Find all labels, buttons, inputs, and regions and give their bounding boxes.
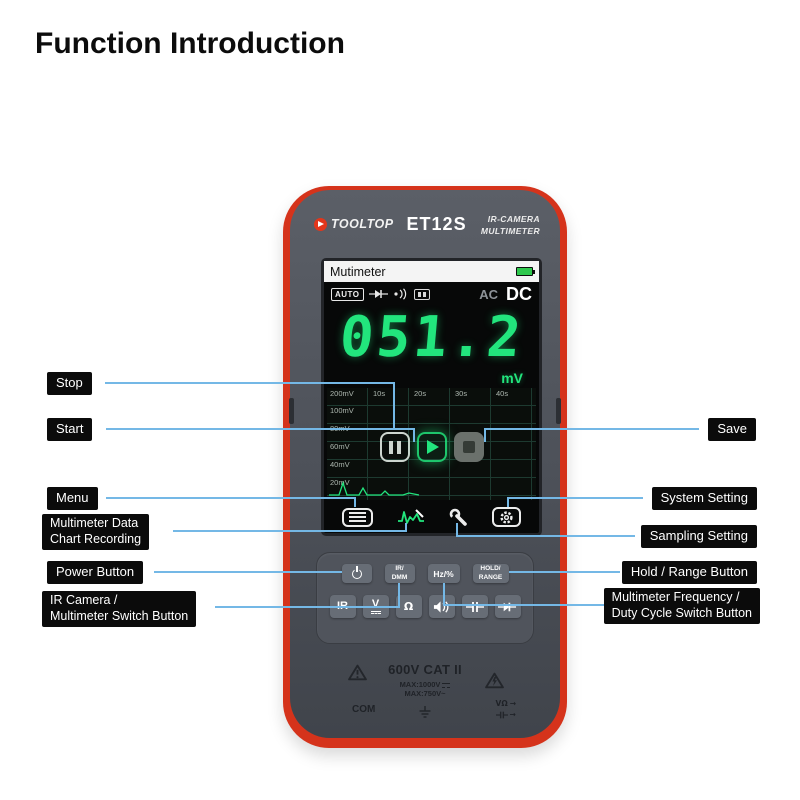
arrow-right-icon: → bbox=[509, 710, 516, 720]
button-panel: IR/ DMM Hz/% HOLD/ RANGE IR V Ω bbox=[316, 552, 534, 644]
y-axis-label: 20mV bbox=[330, 478, 350, 487]
capacitor-port-icon bbox=[495, 711, 508, 719]
page-title: Function Introduction bbox=[35, 27, 345, 60]
reading-digits: 051.2 bbox=[336, 305, 527, 370]
max-ac-rating: MAX:750V~ bbox=[404, 689, 446, 698]
y-axis-label: 60mV bbox=[330, 442, 350, 451]
brand-row: TOOLTOP ET12S IR-CAMERA MULTIMETER bbox=[314, 214, 540, 238]
device-type-label: IR-CAMERA MULTIMETER bbox=[480, 214, 540, 236]
cat-rating: 600V CAT II bbox=[388, 662, 462, 677]
right-side-slot bbox=[556, 398, 561, 424]
callout-hold-range: Hold / Range Button bbox=[621, 561, 757, 585]
sampling-setting-wrench-icon[interactable] bbox=[449, 508, 468, 527]
com-port-label: COM bbox=[352, 704, 376, 715]
start-button[interactable] bbox=[416, 432, 447, 462]
callout-save: Save bbox=[708, 418, 756, 442]
capacitance-mode-button[interactable] bbox=[461, 595, 488, 618]
callout-sampling-setting: Sampling Setting bbox=[640, 525, 757, 549]
left-side-slot bbox=[289, 398, 294, 424]
input-port-labels: VΩ→ → bbox=[495, 698, 516, 721]
hz-duty-button[interactable]: Hz/% bbox=[427, 564, 460, 583]
screen-mode-title: Mutimeter bbox=[330, 264, 386, 279]
x-axis-label: 30s bbox=[455, 389, 468, 398]
signal-trace bbox=[329, 480, 420, 496]
callout-menu: Menu bbox=[47, 487, 98, 511]
screen-title-bar: Mutimeter bbox=[324, 261, 539, 282]
dc-symbol-icon bbox=[442, 682, 451, 688]
measurement-reading: 051.2 bbox=[324, 305, 539, 370]
warning-triangle-icon bbox=[348, 664, 367, 681]
callout-chart-recording: Multimeter Data Chart Recording bbox=[42, 514, 150, 551]
callout-power-button: Power Button bbox=[47, 561, 144, 585]
brand-name: TOOLTOP bbox=[331, 217, 394, 231]
reading-unit: mV bbox=[501, 370, 523, 386]
button-row-top: IR/ DMM Hz/% HOLD/ RANGE bbox=[317, 564, 533, 583]
brand-logo-icon bbox=[314, 217, 327, 231]
callout-stop: Stop bbox=[47, 372, 92, 396]
y-axis-label: 40mV bbox=[330, 460, 350, 469]
button-row-bottom: IR V Ω bbox=[317, 595, 533, 618]
diode-icon bbox=[498, 602, 517, 611]
volt-ohm-port-label: VΩ bbox=[495, 699, 508, 708]
trend-chart: 200mV 100mV 80mV 60mV 40mV 20mV 10s 20s … bbox=[327, 388, 536, 500]
multimeter-device: TOOLTOP ET12S IR-CAMERA MULTIMETER Mutim… bbox=[283, 186, 567, 748]
y-axis-label: 80mV bbox=[330, 424, 350, 433]
ac-indicator: AC bbox=[479, 286, 498, 302]
resistance-mode-button[interactable]: Ω bbox=[395, 595, 422, 618]
ir-dmm-switch-button[interactable]: IR/ DMM bbox=[384, 564, 415, 583]
model-number: ET12S bbox=[406, 214, 467, 234]
device-faceplate: TOOLTOP ET12S IR-CAMERA MULTIMETER Mutim… bbox=[289, 190, 561, 738]
x-axis-label: 20s bbox=[414, 389, 427, 398]
callout-system-setting: System Setting bbox=[651, 487, 757, 511]
capacitor-icon bbox=[465, 601, 484, 612]
x-axis-label: 10s bbox=[373, 389, 386, 398]
high-voltage-triangle-icon bbox=[485, 672, 504, 689]
ground-icon bbox=[419, 706, 431, 718]
diode-indicator-icon bbox=[368, 290, 388, 298]
callout-start: Start bbox=[47, 418, 93, 442]
callout-frequency-switch: Multimeter Frequency / Duty Cycle Switch… bbox=[603, 588, 760, 625]
arrow-right-icon: → bbox=[509, 699, 516, 708]
x-axis-label: 40s bbox=[496, 389, 509, 398]
device-screen: Mutimeter AUTO AC DC bbox=[321, 258, 542, 536]
pause-stop-button[interactable] bbox=[379, 432, 410, 462]
auto-range-badge: AUTO bbox=[331, 287, 364, 301]
max-dc-rating: MAX:1000V bbox=[290, 680, 560, 689]
screen-status-row: AUTO AC DC bbox=[324, 282, 539, 306]
power-button[interactable] bbox=[341, 564, 372, 583]
menu-icon[interactable] bbox=[342, 507, 373, 527]
reading-unit-row: mV bbox=[324, 370, 539, 386]
voltage-mode-button[interactable]: V bbox=[362, 595, 389, 618]
diode-mode-button[interactable] bbox=[494, 595, 521, 618]
power-icon bbox=[351, 568, 362, 579]
record-mode-badge-icon bbox=[413, 288, 430, 300]
system-setting-gear-icon[interactable] bbox=[492, 507, 521, 527]
dc-ac-lines-icon bbox=[370, 610, 381, 615]
brand-logo: TOOLTOP bbox=[314, 217, 394, 231]
battery-icon bbox=[516, 267, 535, 276]
hold-range-button[interactable]: HOLD/ RANGE bbox=[472, 564, 509, 583]
y-axis-label: 200mV bbox=[330, 389, 354, 398]
chart-recording-icon[interactable] bbox=[397, 508, 425, 526]
continuity-mode-button[interactable] bbox=[428, 595, 455, 618]
save-button[interactable] bbox=[453, 432, 484, 462]
screen-soft-key-bar bbox=[324, 505, 539, 533]
callout-ir-switch: IR Camera / Multimeter Switch Button bbox=[42, 591, 197, 628]
ir-mode-button[interactable]: IR bbox=[329, 595, 356, 618]
buzzer-indicator-icon bbox=[393, 288, 406, 300]
ratings-area: 600V CAT II MAX:1000V MAX:750V~ COM VΩ→ bbox=[290, 658, 560, 738]
recording-controls bbox=[379, 432, 484, 462]
speaker-icon bbox=[433, 600, 449, 613]
dc-indicator: DC bbox=[506, 283, 532, 304]
y-axis-label: 100mV bbox=[330, 406, 354, 415]
